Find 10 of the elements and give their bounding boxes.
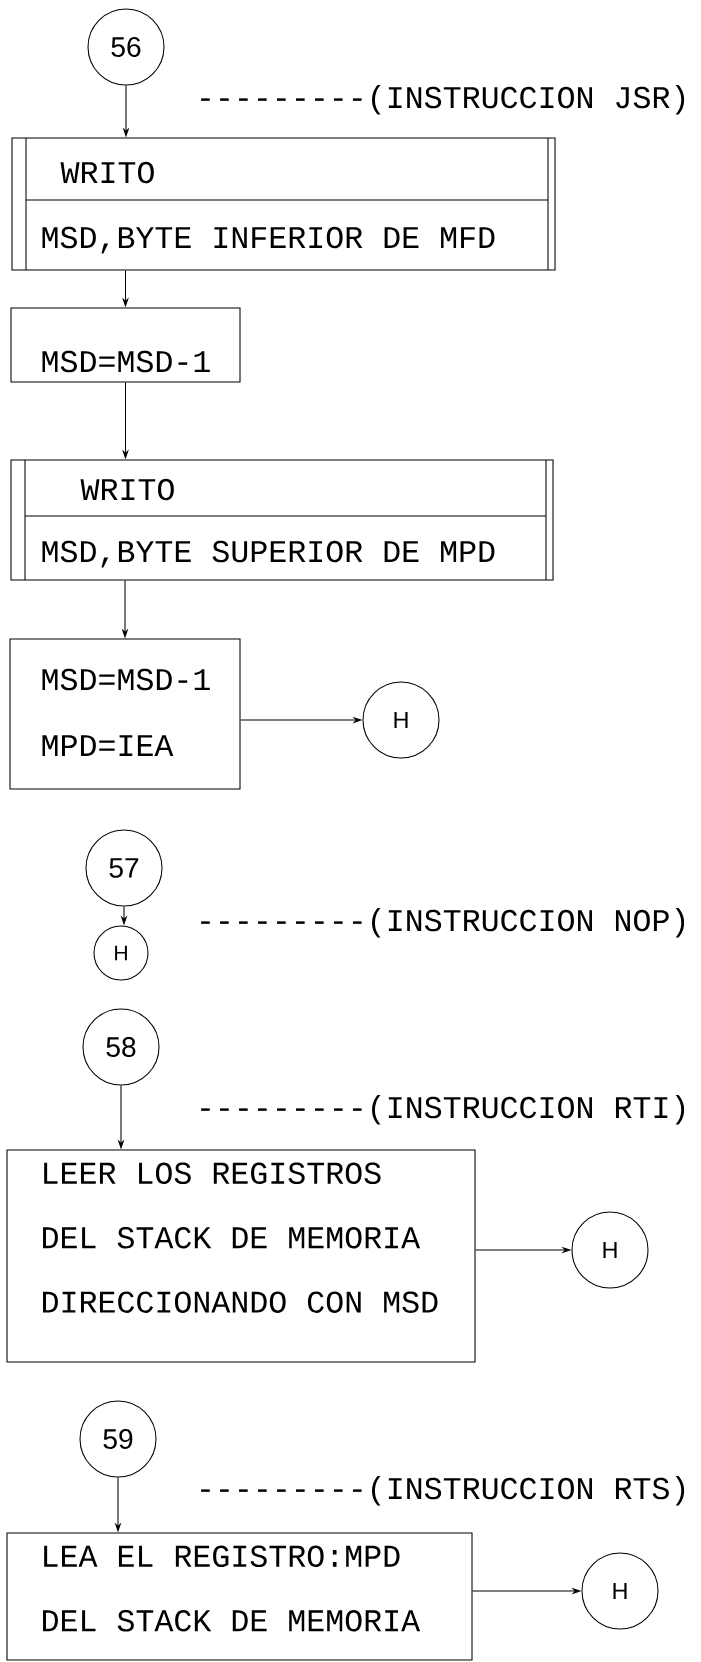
instruction-note: ---------(INSTRUCCION NOP) — [201, 908, 685, 938]
instruction-note: ---------(INSTRUCCION JSR) — [201, 85, 685, 115]
process-box: LEA EL REGISTRO:MPD DEL STACK DE MEMORIA — [6, 1532, 473, 1661]
instruction-note: ---------(INSTRUCCION RTI) — [201, 1095, 685, 1125]
process-box: LEER LOS REGISTROS DEL STACK DE MEMORIA DIRECCIONANDO CON MSD — [6, 1149, 476, 1363]
process-box: MSD=MSD-1 MPD=IEA — [9, 638, 241, 790]
process-box: MSD=MSD-1 — [10, 307, 241, 383]
instruction-note: ---------(INSTRUCCION RTS) — [201, 1476, 685, 1506]
subroutine-box: WRITO MSD,BYTE SUPERIOR DE MPD — [10, 459, 554, 581]
subroutine-box: WRITO MSD,BYTE INFERIOR DE MFD — [11, 137, 556, 271]
